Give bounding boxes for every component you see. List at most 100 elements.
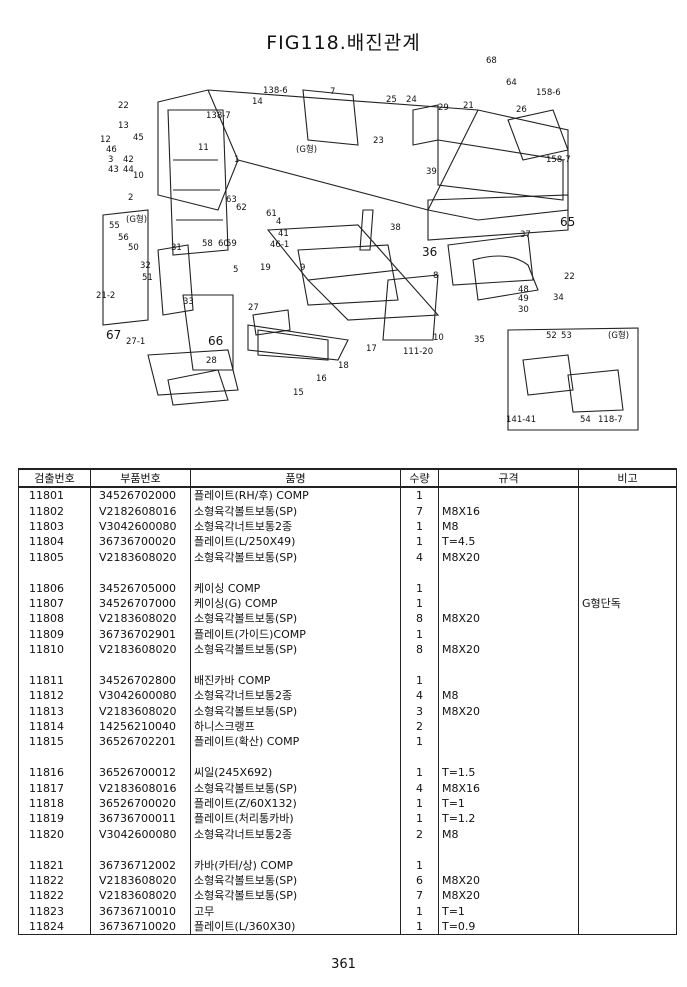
callout-label: 27 [248,303,259,313]
parts-exploded-diagram: 22 13 45 12 46 3 42 43 44 11 10 2 138-7 … [96,56,639,431]
cell-index: 11824 [18,918,91,936]
cell-part-number: 36736700020 [90,534,191,550]
cell-remarks [578,718,677,735]
callout-label: 9 [300,263,305,273]
cell-part-name: 소형육각볼트보통(SP) [190,549,401,565]
cell-remarks [578,780,677,796]
table-row [18,657,677,673]
cell-part-name: 소형육각볼트보통(SP) [190,888,401,904]
cell-remarks [578,841,677,858]
cell-part-name: 소형육각볼트보통(SP) [190,703,401,719]
cell-index: 11804 [18,534,91,550]
cell-remarks [578,811,677,827]
cell-spec: M8X20 [438,549,579,565]
callout-label: 56 [118,233,129,243]
callout-label: 62 [236,203,247,213]
cell-spec: M8 [438,826,579,842]
cell-part-number: 34526705000 [90,580,191,596]
diagram-linework [102,89,639,431]
cell-quantity: 4 [400,688,439,704]
cell-part-number: V2183608016 [90,780,191,796]
cell-remarks: G형단독 [578,595,677,612]
callout-label: 26 [516,105,527,115]
callout-label: 37 [520,230,531,240]
callout-label: 51 [142,273,153,283]
cell-index: 11813 [18,703,91,719]
cell-part-number: 34526707000 [90,595,191,612]
cell-quantity: 6 [400,872,439,889]
cell-quantity: 2 [400,826,439,842]
callout-label: 2 [128,193,133,203]
callout-label: 3 [108,155,113,165]
cell-part-number: V3042600080 [90,688,191,704]
cell-part-name: 소형육각볼트보통(SP) [190,872,401,889]
column-header-remarks: 비고 [578,468,677,488]
cell-spec: T=1.2 [438,811,579,827]
cell-part-name [190,657,401,673]
cell-part-number: V3042600080 [90,518,191,535]
cell-part-number: 34526702800 [90,672,191,689]
cell-index [18,657,91,673]
cell-part-name: 소형육각너트보통2종 [190,688,401,704]
cell-part-name: 플레이트(L/250X49) [190,534,401,550]
callout-label: 18 [338,361,349,371]
callout-label: 5 [233,265,238,275]
callout-label: 35 [474,335,485,345]
cell-quantity [400,749,439,766]
callout-label: 38 [390,223,401,233]
cell-part-name: 씨일(245X692) [190,765,401,781]
cell-part-name: 플레이트(Z/60X132) [190,795,401,812]
callout-label: 21 [463,101,474,111]
cell-quantity [400,841,439,858]
cell-remarks [578,872,677,889]
cell-index: 11817 [18,780,91,796]
cell-remarks [578,703,677,719]
cell-spec: M8 [438,688,579,704]
cell-spec [438,734,579,750]
cell-part-name: 소형육각볼트보통(SP) [190,780,401,796]
cell-index: 11822 [18,872,91,889]
callout-label: (G형) [296,145,317,155]
cell-index: 11815 [18,734,91,750]
cell-remarks [578,487,677,504]
callout-label: 45 [133,133,144,143]
callout-label: 46 [106,145,117,155]
cell-remarks [578,549,677,565]
cell-part-number: V2183608020 [90,888,191,904]
cell-quantity [400,564,439,581]
callout-label: 60 [218,239,229,249]
cell-part-name: 카바(카터/상) COMP [190,857,401,873]
callout-label: 46-1 [270,240,289,250]
cell-index: 11821 [18,857,91,873]
cell-quantity: 1 [400,811,439,827]
cell-spec [438,749,579,766]
callout-label: (G형) [126,215,147,225]
cell-part-name: 소형육각볼트보통(SP) [190,641,401,658]
cell-quantity: 1 [400,672,439,689]
cell-index: 11808 [18,611,91,627]
cell-quantity: 7 [400,503,439,519]
cell-index: 11803 [18,518,91,535]
cell-index: 11810 [18,641,91,658]
callout-label: 141-41 [506,415,536,425]
callout-label: 158-7 [546,155,571,165]
column-header-spec: 규격 [438,468,579,488]
callout-label: 118-7 [598,415,623,425]
callout-label: 52 [546,331,557,341]
cell-quantity: 1 [400,626,439,642]
cell-index: 11811 [18,672,91,689]
cell-part-number: V3042600080 [90,826,191,842]
cell-spec [438,857,579,873]
cell-spec [438,564,579,581]
